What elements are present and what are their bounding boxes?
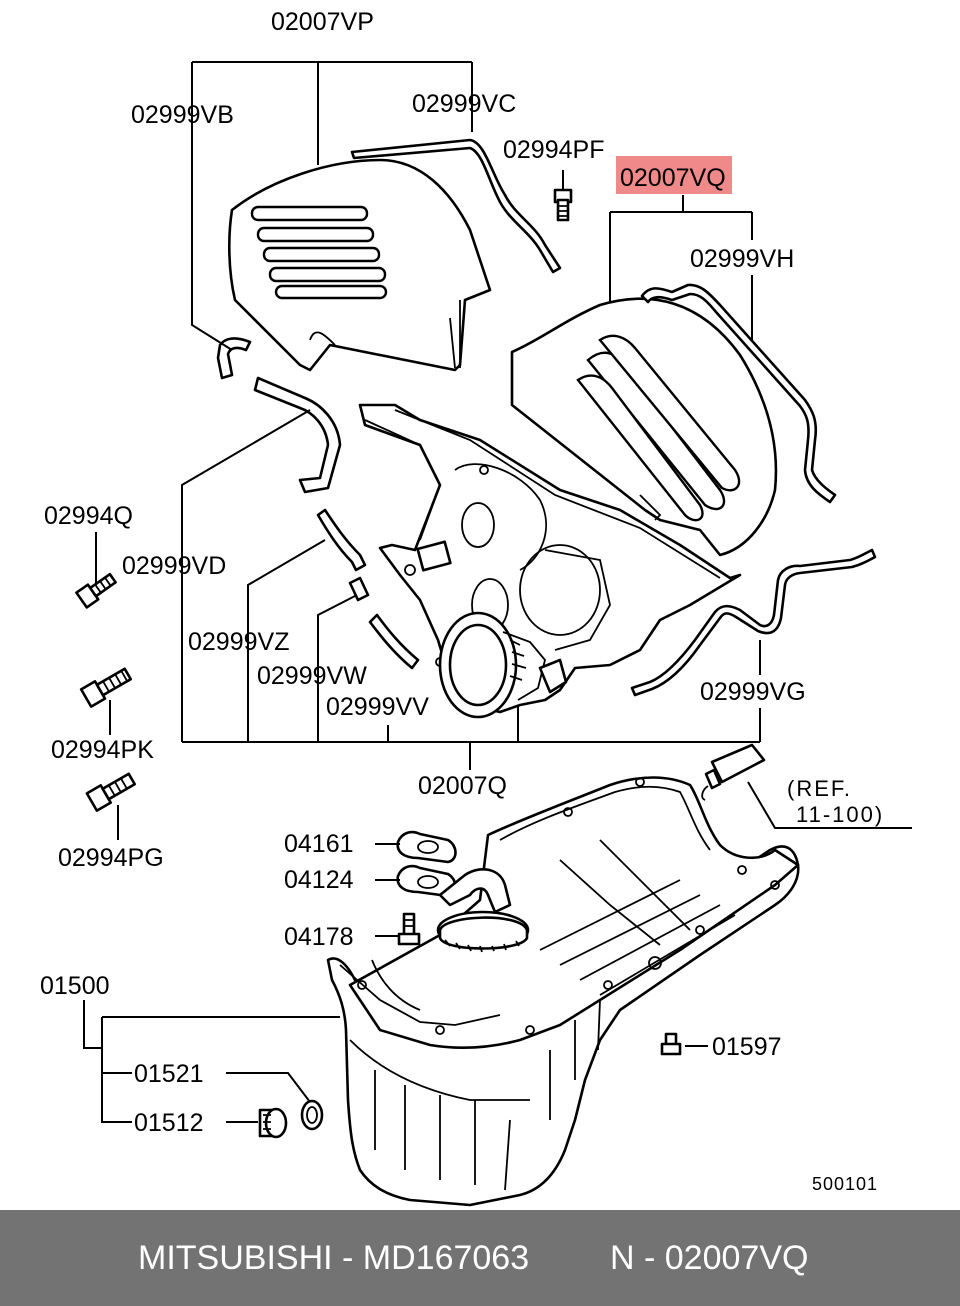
label-02999VD[interactable]: 02999VD xyxy=(122,552,226,580)
footer-ref-part: N - 02007VQ xyxy=(610,1238,809,1277)
seal-02999VD xyxy=(253,376,342,494)
seal-02999VW xyxy=(348,576,370,602)
seal-02999VZ xyxy=(316,508,367,572)
seal-02999VV xyxy=(368,613,420,670)
oil-strainer xyxy=(396,830,530,953)
label-02999VV[interactable]: 02999VV xyxy=(326,693,429,721)
diagram-code: 500101 xyxy=(812,1174,878,1194)
label-02999VC[interactable]: 02999VC xyxy=(412,90,516,118)
label-02994Q[interactable]: 02994Q xyxy=(44,502,133,530)
label-02999VW[interactable]: 02999VW xyxy=(257,662,367,690)
label-02999VB[interactable]: 02999VB xyxy=(131,101,234,129)
bolt-02994PF xyxy=(553,188,573,222)
label-01521[interactable]: 01521 xyxy=(134,1060,204,1088)
label-02999VZ[interactable]: 02999VZ xyxy=(188,628,289,656)
ref-line-1: (REF. xyxy=(787,776,852,801)
gasket-02999VG xyxy=(630,548,877,697)
label-02007VQ-highlighted[interactable]: 02007VQ xyxy=(620,164,726,192)
gasket-02999VH xyxy=(640,283,837,504)
label-01512[interactable]: 01512 xyxy=(134,1109,204,1137)
footer-bar: MITSUBISHI - MD167063 N - 02007VQ xyxy=(0,1210,960,1306)
label-04178[interactable]: 04178 xyxy=(284,923,354,951)
sealant-tube xyxy=(701,743,766,801)
leader-lines xyxy=(83,61,912,1123)
drain-plug xyxy=(258,1107,288,1139)
gasket-02999VC xyxy=(350,138,562,274)
label-04124[interactable]: 04124 xyxy=(284,866,354,894)
label-02994PG[interactable]: 02994PG xyxy=(58,844,164,872)
upper-timing-cover xyxy=(228,158,492,372)
bolt-02994Q xyxy=(75,572,117,609)
bolt-02994PK xyxy=(79,667,133,708)
ref-line-2: 11-100) xyxy=(796,802,884,827)
highlight-box xyxy=(616,156,732,194)
footer-brand-part: MITSUBISHI - MD167063 xyxy=(138,1238,530,1277)
bolt-02994PG xyxy=(85,772,137,812)
label-02999VH[interactable]: 02999VH xyxy=(690,245,794,273)
label-02007Q[interactable]: 02007Q xyxy=(418,772,507,800)
label-02994PF[interactable]: 02994PF xyxy=(503,136,604,164)
label-04161[interactable]: 04161 xyxy=(284,830,354,858)
label-02007VP[interactable]: 02007VP xyxy=(271,8,374,36)
lower-timing-cover xyxy=(510,297,778,557)
label-01500[interactable]: 01500 xyxy=(40,972,110,1000)
part-labels: 02007VP 02999VB 02999VC 02994PF 02007VQ … xyxy=(40,8,884,1194)
label-01597[interactable]: 01597 xyxy=(712,1033,782,1061)
bolt-01597 xyxy=(660,1032,682,1056)
oil-pan xyxy=(326,776,800,1207)
label-02999VG[interactable]: 02999VG xyxy=(700,678,806,706)
timing-back-plate xyxy=(358,403,742,719)
clip-02999VB xyxy=(216,337,252,380)
drain-gasket xyxy=(300,1099,324,1131)
parts-diagram: 02007VP 02999VB 02999VC 02994PF 02007VQ … xyxy=(40,8,912,1207)
label-02994PK[interactable]: 02994PK xyxy=(51,736,154,764)
